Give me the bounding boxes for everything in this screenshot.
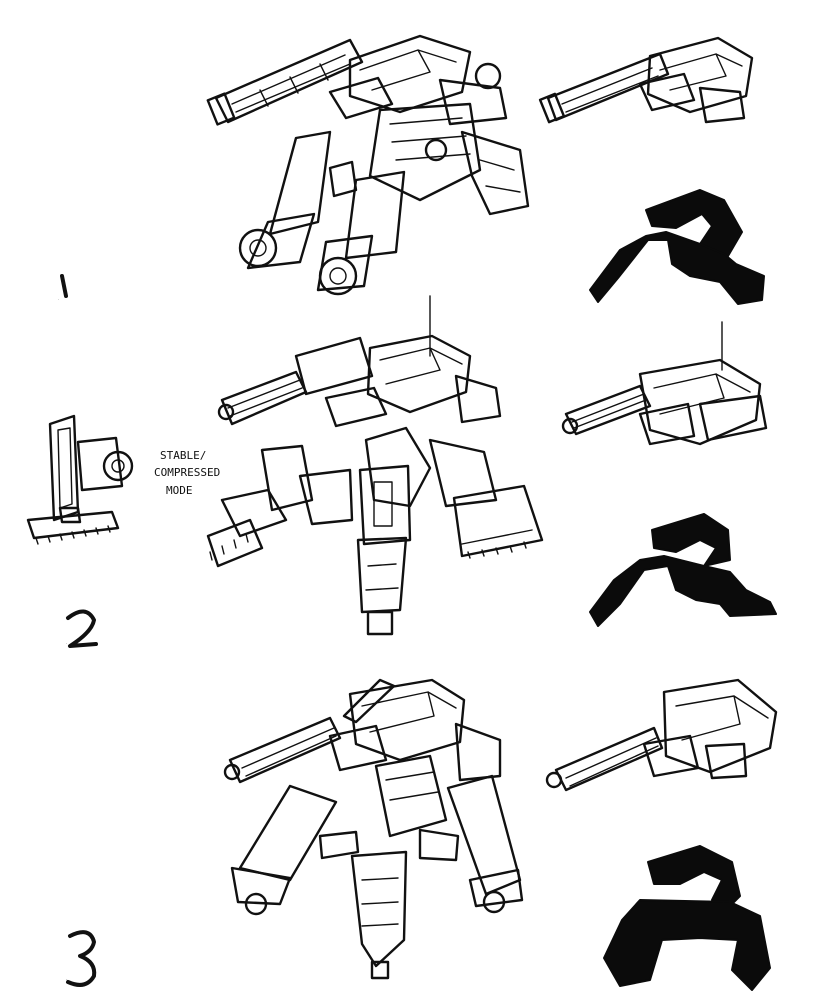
variant-2-label: 2 — [66, 609, 98, 648]
variant-1-number: 1 — [58, 299, 59, 301]
variant-1-silhouette — [589, 189, 765, 305]
variant-2-head-gatling-sketch — [561, 321, 768, 446]
mode-note-line-3: MODE — [166, 484, 193, 497]
variant-3-number: 3 — [66, 979, 67, 981]
variant-2-main-mech-sketch — [206, 295, 544, 636]
variant-3-head-cannon-sketch — [545, 678, 778, 792]
variant-2-silhouette — [589, 513, 777, 627]
variant-1-main-mech-sketch — [206, 34, 530, 296]
variant-3-label: 3 — [66, 930, 97, 987]
variant-1-label: 1 — [58, 274, 68, 301]
variant-3-silhouette — [603, 845, 771, 991]
variant-2-number: 2 — [66, 643, 67, 645]
mode-note-line-1: STABLE/ — [160, 449, 206, 462]
variant-2-side-view-sketch — [26, 414, 134, 545]
variant-3-main-mech-sketch — [223, 678, 524, 980]
mode-note-line-2: COMPRESSED — [154, 466, 220, 479]
variant-1-head-cannon-sketch — [538, 36, 754, 124]
variant-2-mode-note: STABLE/ COMPRESSED MODE — [154, 449, 220, 497]
